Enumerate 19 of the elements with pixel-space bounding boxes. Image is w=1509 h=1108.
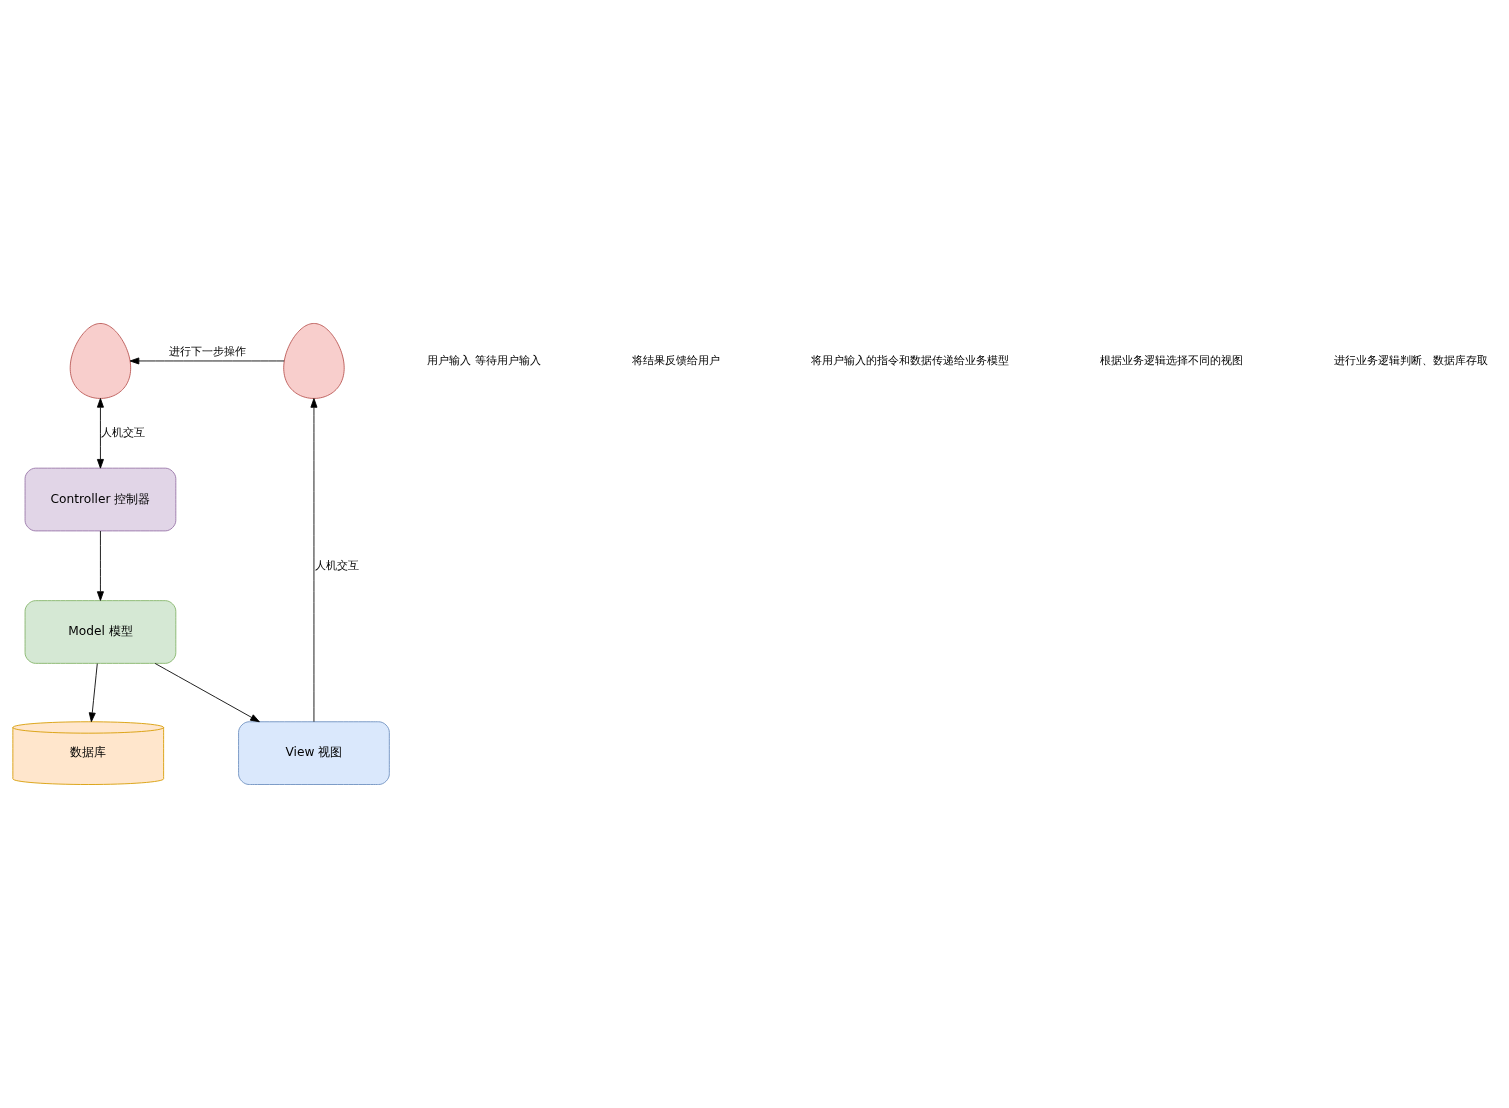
arrow: [88, 663, 98, 723]
node-box: Model 模型: [24, 600, 177, 664]
node-box: Controller 控制器: [24, 467, 177, 532]
arrow: [96, 530, 104, 601]
label: 根据业务逻辑选择不同的视图: [1100, 352, 1244, 367]
arrow: [129, 357, 285, 365]
node-person: [283, 323, 345, 399]
edge-label: 进行下一步操作: [168, 344, 246, 359]
node-person: [69, 323, 132, 399]
edge-label: 人机交互: [101, 425, 146, 440]
label: 将结果反馈给用户: [631, 352, 720, 367]
arrow: [154, 663, 260, 723]
label: 将用户输入的指令和数据传递给业务模型: [811, 352, 1010, 367]
node-box: View 视图: [238, 721, 390, 785]
label: 用户输入 等待用户输入: [427, 352, 541, 367]
edge-label: 人机交互: [314, 557, 359, 572]
label: 进行业务逻辑判断、数据库存取: [1334, 352, 1489, 367]
arrow: [96, 398, 104, 469]
arrow: [310, 398, 318, 723]
